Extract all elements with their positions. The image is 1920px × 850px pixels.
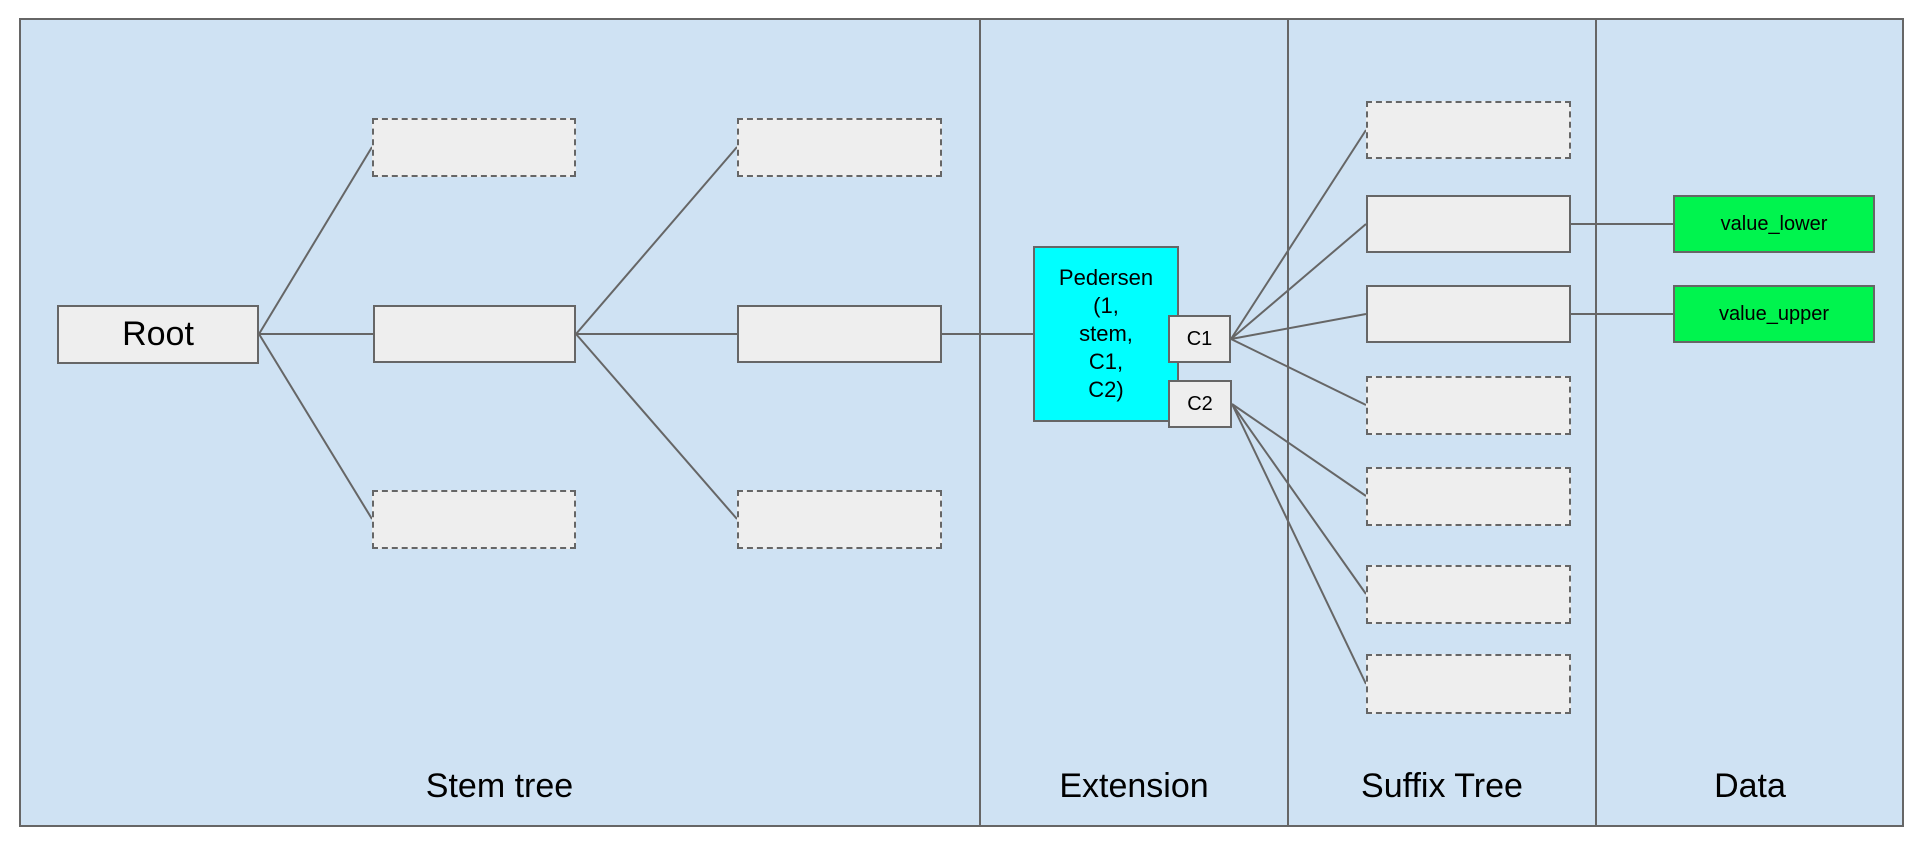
pedersen-commitment-node: Pedersen (1, stem, C1, C2) [1033, 246, 1179, 422]
stem-level1-node-dashed-bottom [372, 490, 576, 549]
section-label-extension: Extension [1059, 767, 1209, 805]
section-label-suffix-tree: Suffix Tree [1361, 767, 1523, 805]
root-node: Root [57, 305, 259, 364]
section-label-data: Data [1714, 767, 1786, 805]
stem-level1-node-middle [373, 305, 576, 363]
suffix-node-dashed-6 [1366, 565, 1571, 624]
value-upper-node: value_upper [1673, 285, 1875, 343]
suffix-node-dashed-5 [1366, 467, 1571, 526]
suffix-node-dashed-7 [1366, 654, 1571, 714]
suffix-node-solid-2 [1366, 195, 1571, 253]
stem-level1-node-dashed-top [372, 118, 576, 177]
root-node-label: Root [122, 315, 194, 353]
c2-node: C2 [1168, 380, 1232, 428]
suffix-node-dashed-1 [1366, 101, 1571, 159]
diagram-panel [19, 18, 1904, 827]
section-label-stem-tree: Stem tree [425, 767, 574, 805]
value-lower-node: value_lower [1673, 195, 1875, 253]
stem-level2-node-dashed-top [737, 118, 942, 177]
c1-node: C1 [1168, 315, 1231, 363]
stem-level2-node-dashed-bottom [737, 490, 942, 549]
suffix-node-solid-3 [1366, 285, 1571, 343]
stem-level2-node-middle [737, 305, 942, 363]
suffix-node-dashed-4 [1366, 376, 1571, 435]
